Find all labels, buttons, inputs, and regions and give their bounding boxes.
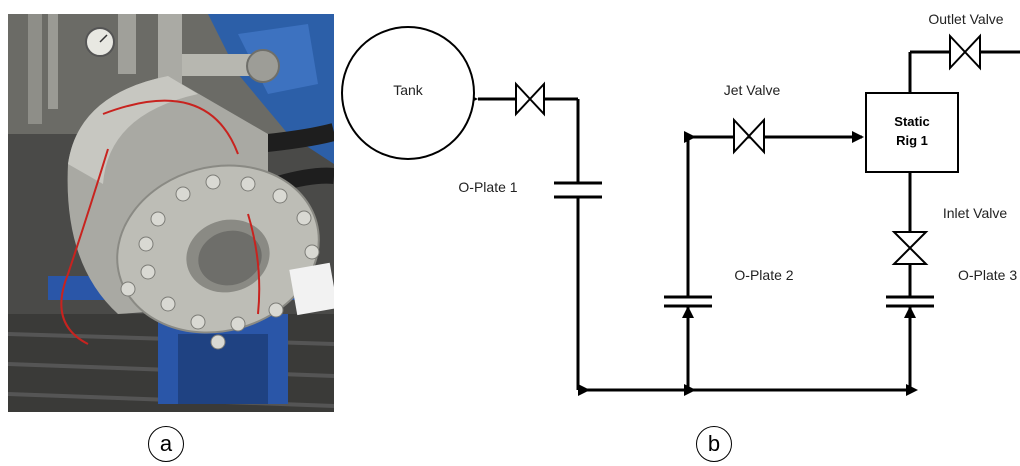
- outlet-valve-icon: [950, 36, 980, 68]
- flow-arrow-icon: [578, 384, 590, 396]
- static-rig-label-line1: Static: [894, 114, 929, 129]
- flow-arrow-icon: [906, 384, 918, 396]
- tank-label: Tank: [393, 82, 424, 98]
- jet-valve-icon: [734, 120, 764, 152]
- outlet-valve-label: Outlet Valve: [928, 11, 1003, 27]
- panel-label-a: a: [148, 426, 184, 462]
- orifice-plate-3-icon: [886, 297, 934, 306]
- flow-arrow-icon: [684, 384, 696, 396]
- panel-label-b: b: [696, 426, 732, 462]
- tank-valve-icon: [516, 84, 544, 114]
- oplate3-label: O-Plate 3: [958, 267, 1017, 283]
- flow-arrow-icon: [684, 131, 696, 143]
- oplate1-label: O-Plate 1: [458, 179, 517, 195]
- orifice-plate-2-icon: [664, 297, 712, 306]
- oplate2-label: O-Plate 2: [734, 267, 793, 283]
- inlet-valve-icon: [894, 232, 926, 264]
- orifice-plate-1-icon: [554, 183, 602, 197]
- inlet-valve-label: Inlet Valve: [943, 205, 1008, 221]
- flow-arrows: [468, 94, 918, 396]
- flow-arrow-icon: [852, 131, 864, 143]
- static-rig-label-line2: Rig 1: [896, 133, 928, 148]
- jet-valve-label: Jet Valve: [724, 82, 781, 98]
- flow-arrow-icon: [682, 306, 694, 318]
- flow-arrow-icon: [904, 306, 916, 318]
